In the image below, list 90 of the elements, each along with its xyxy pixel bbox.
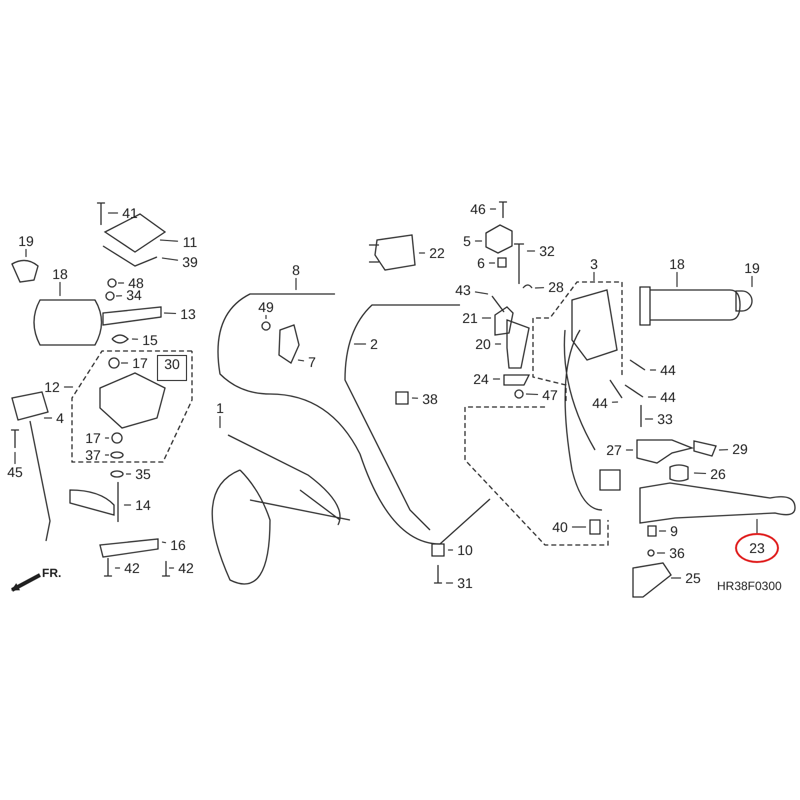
leader-line [14, 452, 16, 464]
callout-number: 32 [535, 243, 559, 259]
callout-number: 44 [656, 362, 680, 378]
leader-line [132, 338, 138, 340]
leader-line [120, 362, 128, 364]
leader-line [446, 582, 454, 584]
leader-line [412, 398, 418, 399]
direction-label: FR. [42, 566, 62, 580]
leader-line [164, 312, 176, 314]
leader-line [474, 291, 488, 294]
callout-number: 24 [469, 371, 493, 387]
callout-number: 37 [81, 447, 105, 463]
callout-number: 11 [178, 234, 202, 250]
callout-number: 15 [138, 332, 162, 348]
leader-line [162, 542, 166, 544]
callout-number: 6 [473, 255, 489, 271]
leader-line [108, 212, 118, 214]
callout-number: 4 [52, 410, 68, 426]
callout-number: 19 [14, 233, 38, 249]
leader-line [526, 250, 536, 252]
callout-number: 39 [178, 254, 202, 270]
callout-number: 33 [653, 411, 677, 427]
callout-number: 19 [740, 260, 764, 276]
leader-line [118, 282, 124, 284]
callout-number: 5 [459, 233, 475, 249]
leader-line [116, 295, 122, 296]
callout-number: 10 [453, 542, 477, 558]
leader-line [572, 526, 586, 528]
callout-number: 28 [544, 279, 568, 295]
leader-line [124, 504, 132, 506]
callout-number: 1 [212, 400, 228, 416]
callout-number: 21 [458, 310, 482, 326]
callout-number: 22 [425, 245, 449, 261]
leader-line [64, 386, 74, 388]
callout-number: 42 [174, 560, 198, 576]
callout-number: 23 [735, 533, 779, 563]
leader-line [488, 262, 496, 264]
leader-line [104, 454, 110, 456]
callout-number: 44 [656, 389, 680, 405]
callout-number: 26 [706, 466, 730, 482]
callout-box: 30 [157, 355, 187, 381]
callout-number: 46 [466, 201, 490, 217]
callout-number: 47 [538, 387, 562, 403]
leader-line [526, 394, 538, 395]
leader-line [644, 418, 654, 420]
callout-number: 18 [48, 266, 72, 282]
leader-line [694, 472, 706, 474]
callout-number: 18 [665, 256, 689, 272]
callout-number: 17 [81, 430, 105, 446]
callout-number: 14 [131, 497, 155, 513]
callout-number: 16 [166, 537, 190, 553]
callout-number: 36 [665, 545, 689, 561]
callout-number: 27 [602, 442, 626, 458]
callout-number: 12 [40, 379, 64, 395]
leader-line [298, 360, 304, 362]
callout-number: 41 [118, 205, 142, 221]
leader-line [718, 449, 728, 450]
callout-number: 38 [418, 391, 442, 407]
callout-number: 13 [176, 306, 200, 322]
callout-number: 20 [471, 336, 495, 352]
diagram-code: HR38F0300 [717, 579, 782, 593]
callout-number: 7 [304, 354, 320, 370]
callout-number: 45 [3, 464, 27, 480]
callout-number: 31 [453, 575, 477, 591]
callout-number: 49 [254, 299, 278, 315]
leader-line [676, 272, 678, 288]
leader-line [756, 518, 758, 534]
leader-line [492, 378, 500, 380]
callout-number: 44 [588, 395, 612, 411]
leader-line [162, 258, 178, 261]
leader-line [612, 402, 618, 403]
callout-number: 42 [120, 560, 144, 576]
callout-number: 8 [288, 262, 304, 278]
callout-number: 25 [681, 570, 705, 586]
callout-number: 17 [128, 355, 152, 371]
leader-line [648, 396, 656, 398]
callout-number: 43 [451, 282, 475, 298]
callout-number: 9 [666, 523, 682, 539]
leader-line [418, 252, 426, 254]
leader-line [534, 287, 544, 288]
callout-number: 2 [366, 336, 382, 352]
leader-line [658, 530, 666, 532]
callout-number: 35 [131, 466, 155, 482]
leader-line [656, 552, 666, 554]
leader-line [474, 240, 482, 242]
leader-line [490, 208, 496, 210]
leader-line [160, 240, 178, 242]
callout-number: 29 [728, 441, 752, 457]
callout-number: 40 [548, 519, 572, 535]
callout-number: 3 [586, 256, 602, 272]
